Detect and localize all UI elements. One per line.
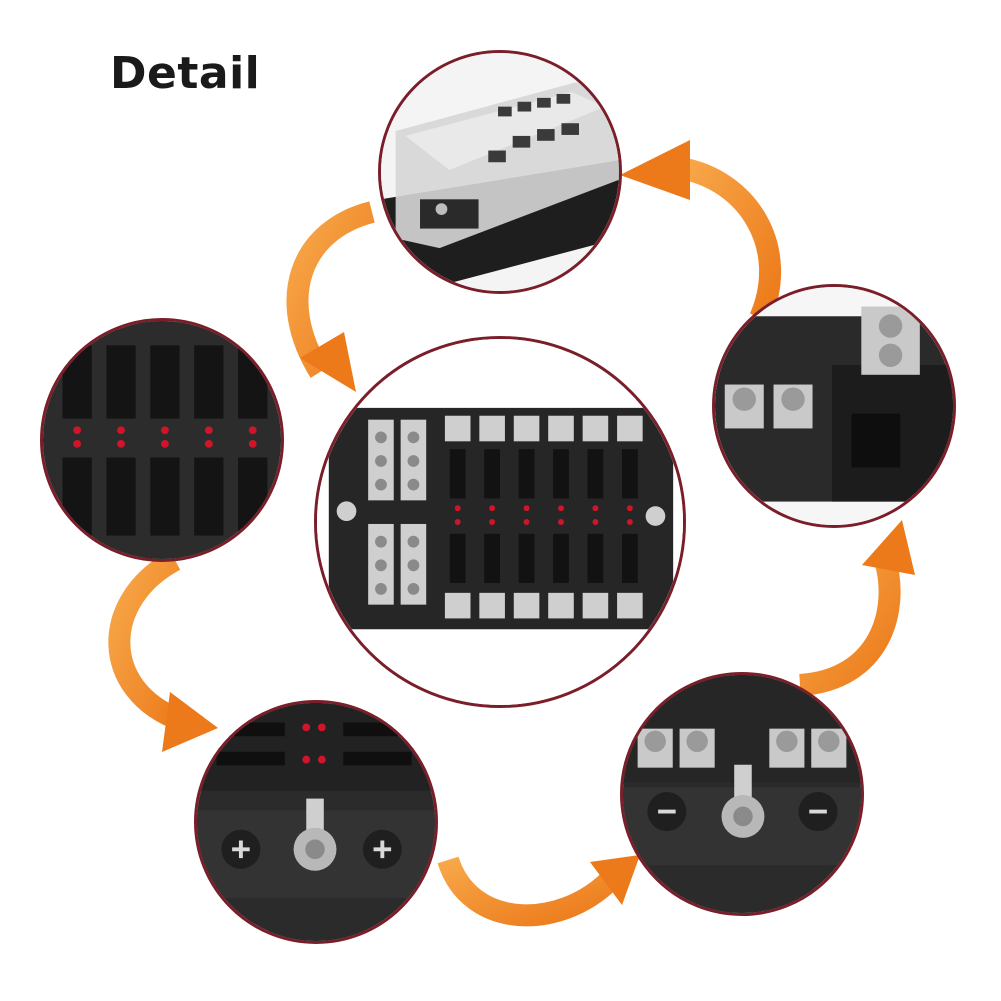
photo-positive-stud [194, 700, 438, 944]
page-title: Detail [110, 48, 261, 99]
photo-terminal-screws [712, 284, 956, 528]
photo-clear-cover [378, 50, 622, 294]
photo-negative-stud [620, 672, 864, 916]
photo-main-fuse-block [314, 336, 686, 708]
photo-fuse-slots-leds [40, 318, 284, 562]
